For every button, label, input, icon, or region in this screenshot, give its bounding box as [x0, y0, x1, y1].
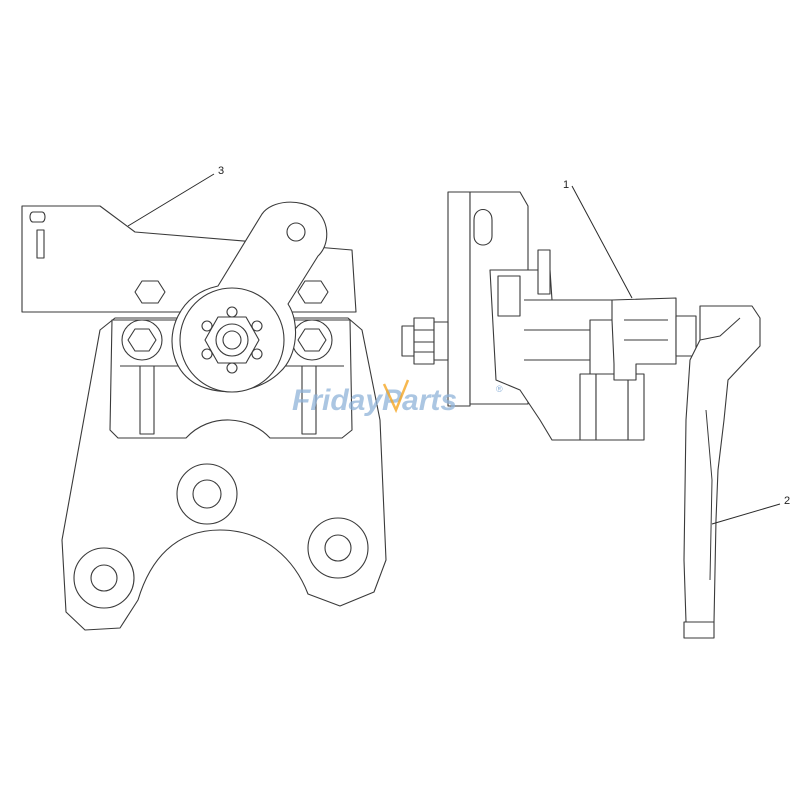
lever-edge: [705, 409, 713, 581]
plate-bolt-right-icon: [297, 280, 329, 304]
svg-text:FridayParts: FridayParts: [292, 384, 457, 417]
long-lever: [683, 305, 761, 623]
side-pad-gap: [595, 373, 629, 441]
bracket-hole-top: [192, 479, 222, 509]
side-nut: [413, 317, 435, 365]
connector-block-edges: [624, 319, 668, 341]
leader-1: [571, 185, 633, 299]
connector-bolt-head: [675, 315, 697, 357]
hub-hole: [226, 306, 238, 318]
side-nut-left: [401, 325, 415, 357]
side-backing-plate: [447, 191, 471, 407]
leader-2: [711, 503, 781, 525]
side-block-upper: [497, 275, 521, 317]
watermark-accent-swoosh-icon: [382, 379, 410, 414]
bracket-hole-right: [324, 534, 352, 562]
callout-label-3: 3: [218, 165, 224, 177]
caliper-side-view: [401, 191, 761, 639]
hub-hole: [251, 320, 263, 332]
hub-hole: [226, 362, 238, 374]
center-stud: [222, 330, 242, 350]
side-bolt-right-hex-icon: [297, 328, 327, 352]
watermark-part-2: Parts: [382, 384, 457, 417]
hub-hole: [251, 348, 263, 360]
side-pad-left: [579, 373, 597, 441]
side-pad-right: [627, 373, 645, 441]
connector-block: [611, 297, 677, 381]
watermark: FridayParts ®: [292, 379, 503, 417]
pad-slot-left: [139, 365, 155, 435]
side-bolt-left-hex-icon: [127, 328, 157, 352]
lever-foot: [683, 621, 715, 639]
hub-hole: [201, 320, 213, 332]
lever-bend: [699, 317, 741, 341]
side-slot: [473, 208, 493, 246]
plate-bolt-left-icon: [134, 280, 166, 304]
side-body-edges: [524, 299, 590, 361]
arm-pivot-hole: [286, 222, 306, 242]
callout-group: 3 1 2: [127, 165, 790, 525]
watermark-registered-mark: ®: [496, 384, 503, 394]
plate-slot-top: [29, 211, 46, 223]
watermark-part-1: Friday: [292, 384, 383, 417]
hub-hole: [201, 348, 213, 360]
plate-slot-bottom: [36, 229, 45, 259]
nut-faces: [414, 329, 434, 353]
side-washer: [433, 321, 449, 361]
caliper-front-view: [21, 201, 387, 631]
bracket-hole-left: [90, 564, 118, 592]
leader-3: [127, 173, 215, 227]
callout-label-2: 2: [784, 495, 790, 507]
callout-label-1: 1: [563, 179, 569, 191]
side-adjuster: [537, 249, 551, 295]
pad-slot-right: [301, 365, 317, 435]
